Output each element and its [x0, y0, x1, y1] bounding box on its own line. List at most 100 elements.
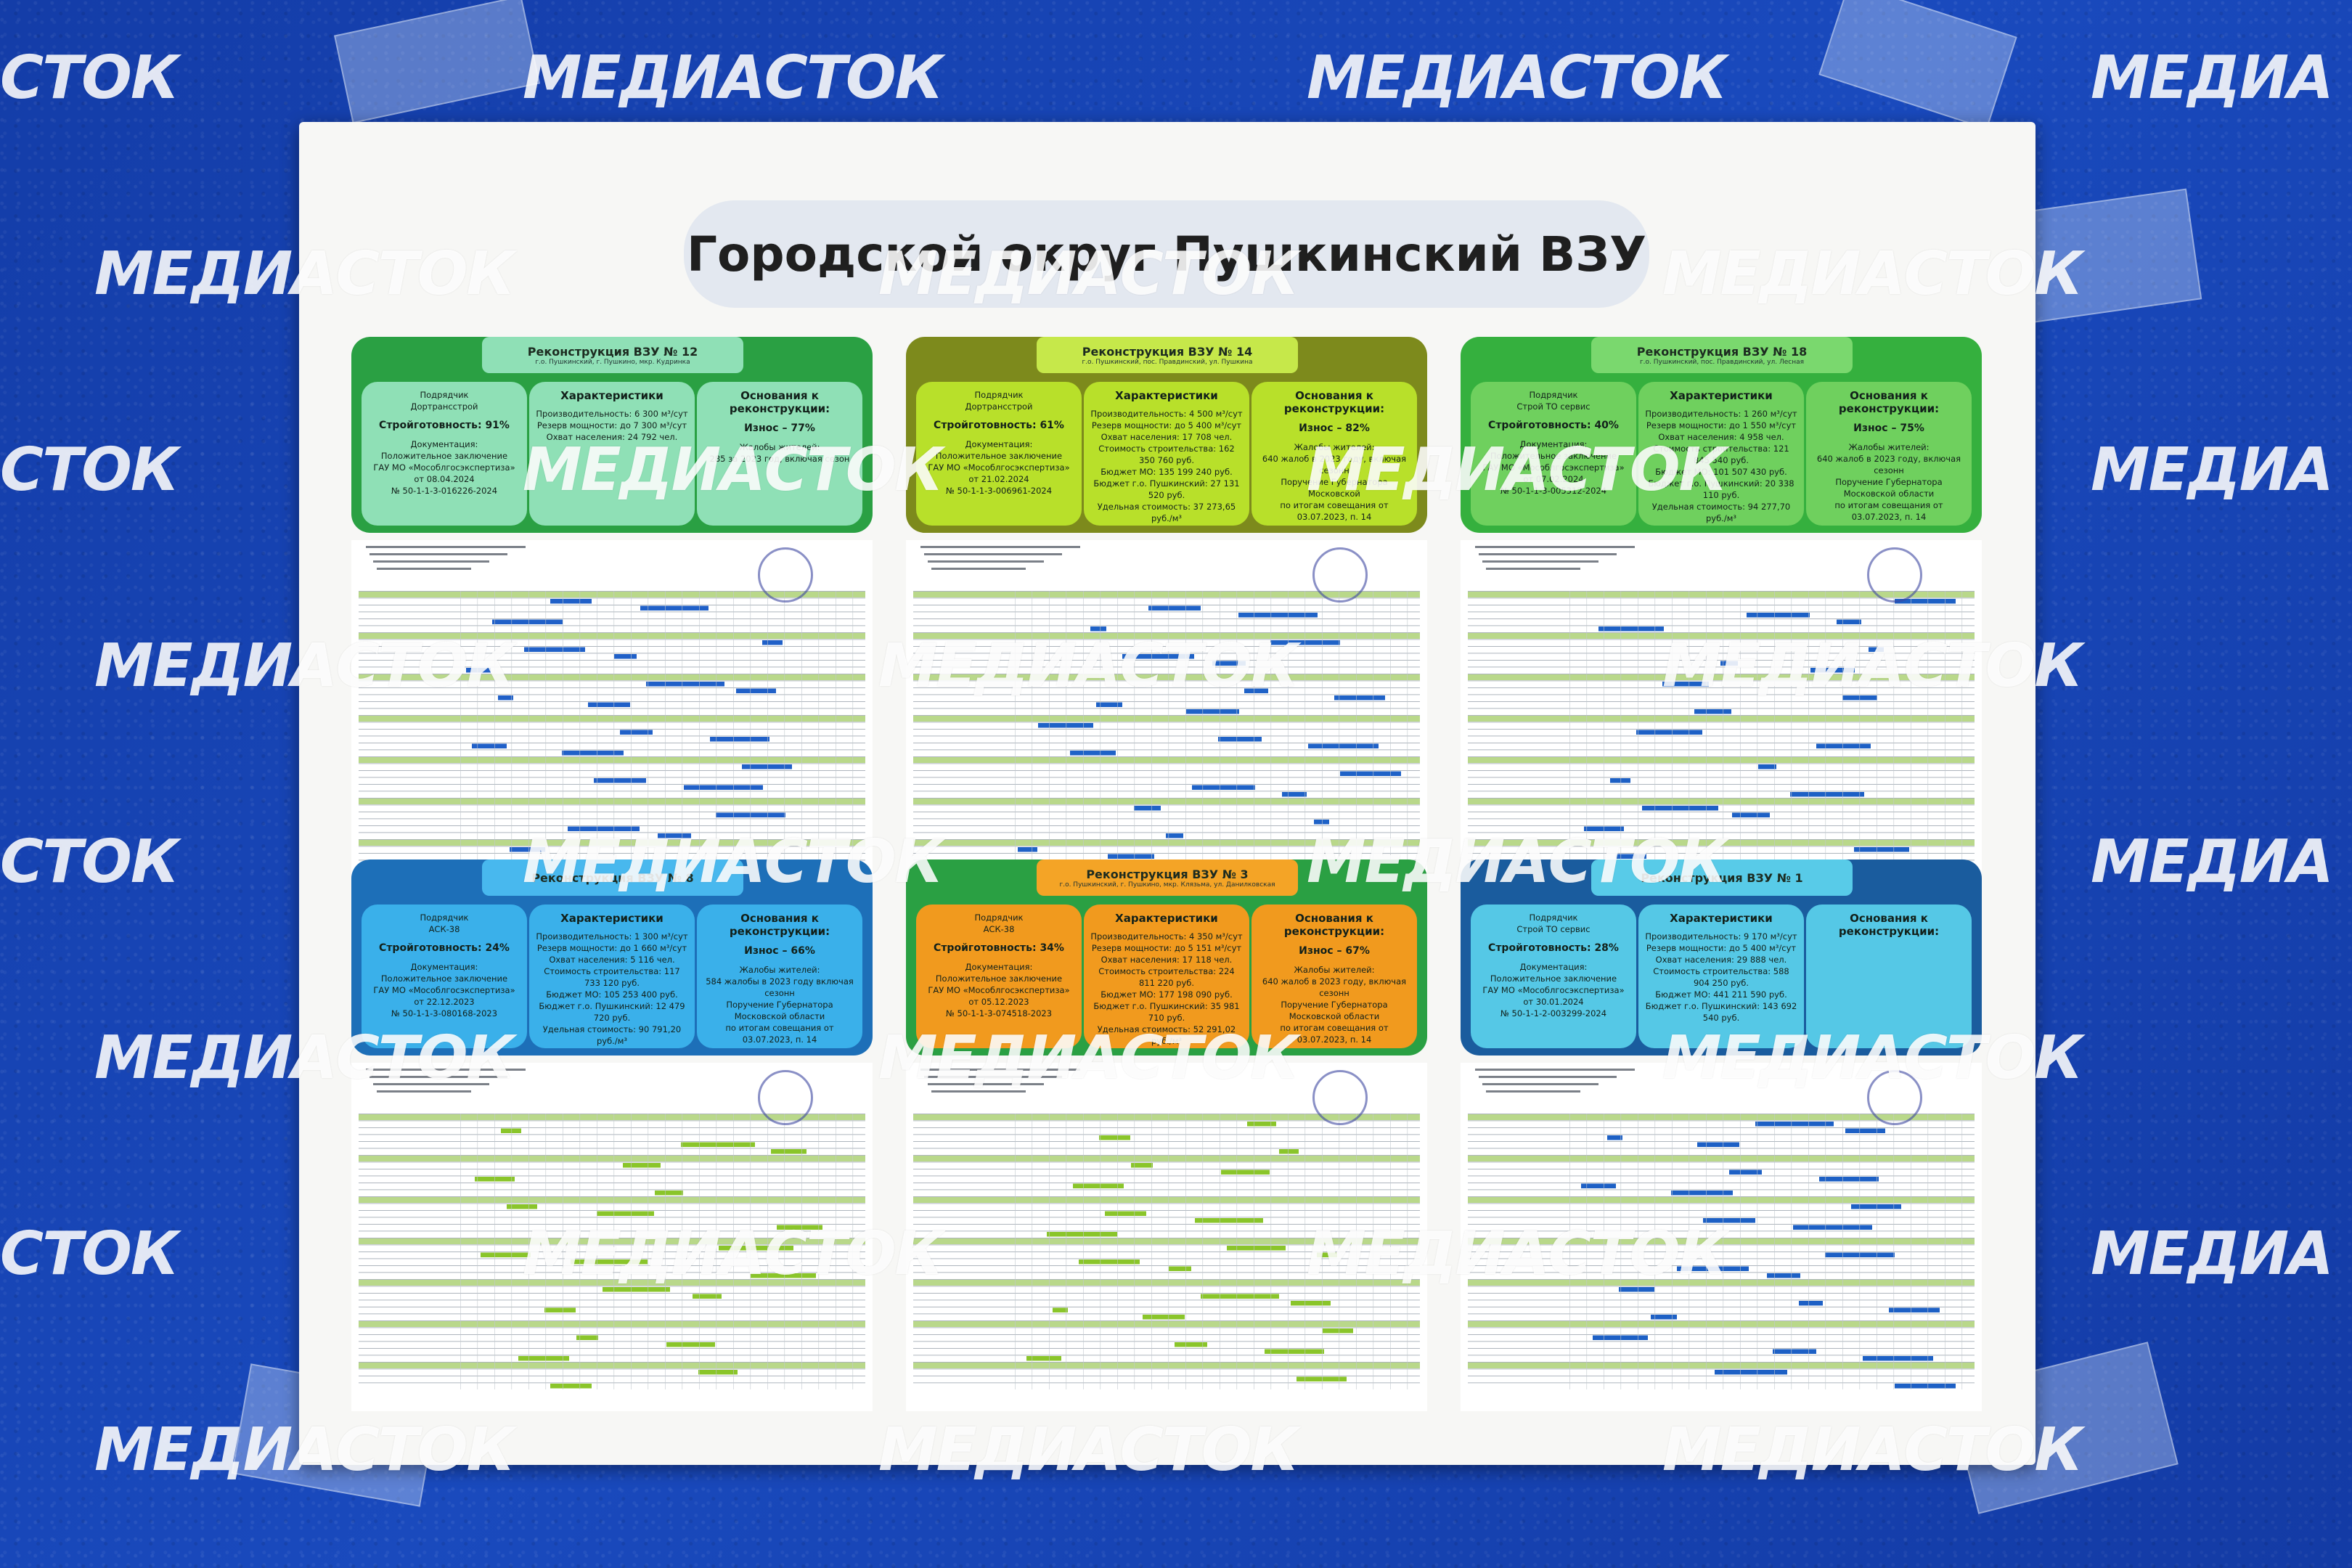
table-row-line	[1468, 611, 1975, 613]
table-row-line	[359, 1230, 865, 1232]
doc-label: Документация:	[965, 962, 1033, 972]
panel-address: г.о. Пушкинский, пос. Правдинский, ул. Л…	[1639, 358, 1805, 366]
section-band	[359, 1156, 865, 1161]
section-band	[1468, 1197, 1975, 1203]
table-col-line	[801, 1114, 802, 1389]
gantt-bar	[1134, 806, 1161, 811]
panel-address: г.о. Пушкинский, г. Пушкино, мкр. Кудрин…	[535, 358, 690, 366]
table-col-line	[818, 1114, 820, 1389]
watermark-text: МЕДИАСТОК	[1662, 240, 2083, 309]
table-row-line	[913, 646, 1420, 647]
gantt-bar	[1610, 778, 1630, 783]
grounds-label: Основания к реконструкции:	[1838, 912, 1940, 938]
gantt-bar	[1314, 820, 1329, 825]
table-col-line	[1654, 1114, 1656, 1389]
table-row-line	[913, 853, 1420, 854]
doc-line: № 50-1-1-3-080168-2023	[391, 1008, 498, 1018]
table-col-line	[1390, 1114, 1391, 1389]
doc-line: Положительное заключение	[380, 973, 508, 984]
table-col-line	[1202, 591, 1204, 867]
header-text-line	[373, 560, 489, 563]
readiness: Стройготовность: 28%	[1488, 942, 1619, 954]
table-col-line	[1620, 1114, 1622, 1389]
table-row-line	[359, 770, 865, 771]
table-row-line	[359, 715, 865, 716]
header-text-line	[369, 553, 507, 555]
table-col-line	[511, 591, 513, 867]
gantt-bar	[1038, 723, 1093, 728]
panel-title: Реконструкция ВЗУ № 1	[1641, 870, 1803, 885]
table-row-line	[359, 666, 865, 668]
table-col-line	[1859, 1114, 1861, 1389]
watermark-text: МЕДИАСТОК	[878, 1416, 1299, 1485]
schedule-sheet	[906, 1063, 1427, 1411]
grounds-box: Основания к реконструкции:Износ – 75%Жал…	[1806, 382, 1972, 526]
gantt-bar	[1651, 1315, 1677, 1320]
section-band	[913, 1238, 1420, 1244]
doc-line: Положительное заключение	[935, 451, 1063, 461]
table-row-line	[913, 722, 1420, 723]
gantt-bar	[1238, 613, 1318, 618]
characteristics-line: Производительность: 4 500 м³/сут	[1090, 409, 1243, 419]
section-band	[359, 633, 865, 639]
header-text-line	[366, 1069, 526, 1071]
section-band	[913, 716, 1420, 722]
table-row-line	[1468, 818, 1975, 820]
gantt-bar	[1340, 771, 1401, 776]
grounds-line: Жалобы жителей:	[1294, 965, 1375, 975]
table-row-line	[913, 770, 1420, 771]
table-row-line	[1468, 1217, 1975, 1218]
gantt-bar	[698, 1370, 738, 1375]
table-row-line	[1468, 666, 1975, 668]
table-row-line	[359, 1175, 865, 1177]
table-row-line	[1468, 680, 1975, 682]
section-band	[359, 757, 865, 763]
characteristics-line: Стоимость строительства: 162 350 760 руб…	[1098, 444, 1235, 465]
table-row-line	[359, 1362, 865, 1363]
table-row-line	[913, 1320, 1420, 1321]
doc-line: № 50-1-1-3-006961-2024	[945, 486, 1053, 496]
gantt-bar	[1662, 682, 1709, 687]
table-col-line	[665, 591, 666, 867]
grounds-line: 640 жалоб в 2023 году, включая сезонн	[1816, 454, 1961, 475]
header-text-line	[928, 1083, 1044, 1085]
gantt-bar	[719, 1246, 793, 1251]
characteristics-label: Характеристики	[1670, 912, 1773, 925]
section-band	[1468, 1156, 1975, 1161]
table-col-line	[1032, 591, 1033, 867]
table-col-line	[1151, 591, 1152, 867]
watermark-text: МЕДИАСТОК	[1307, 436, 1728, 505]
gantt-bar	[1192, 785, 1255, 790]
table-row-line	[359, 1141, 865, 1142]
table-col-line	[631, 1114, 632, 1389]
contractor-name: Дортрансстрой	[410, 401, 478, 412]
watermark-text: МЕДИАСТОК	[1307, 1220, 1728, 1289]
table-row-line	[359, 1224, 865, 1225]
gantt-bar	[1837, 619, 1861, 624]
table-row-line	[359, 798, 865, 799]
panel-header: Реконструкция ВЗУ № 8	[482, 859, 743, 896]
section-band	[1468, 799, 1975, 804]
header-text-line	[377, 1090, 471, 1093]
section-band	[1468, 757, 1975, 763]
table-row-line	[359, 1127, 865, 1128]
characteristics-line: Производительность: 1 260 м³/сут	[1645, 409, 1797, 419]
table-row-line	[913, 839, 1420, 840]
table-col-line	[1151, 1114, 1152, 1389]
table-col-line	[528, 1114, 529, 1389]
characteristics-line: Производительность: 9 170 м³/сут	[1645, 931, 1797, 942]
table-row-line	[359, 680, 865, 682]
table-row-line	[1468, 804, 1975, 806]
table-col-line	[1808, 591, 1809, 867]
doc-line: № 50-1-1-3-005312-2024	[1500, 486, 1607, 496]
characteristics-label: Характеристики	[1670, 389, 1773, 402]
table-col-line	[460, 591, 461, 867]
gantt-bar	[1581, 1183, 1616, 1188]
table-row-line	[913, 1127, 1420, 1128]
table-row-line	[1468, 798, 1975, 799]
